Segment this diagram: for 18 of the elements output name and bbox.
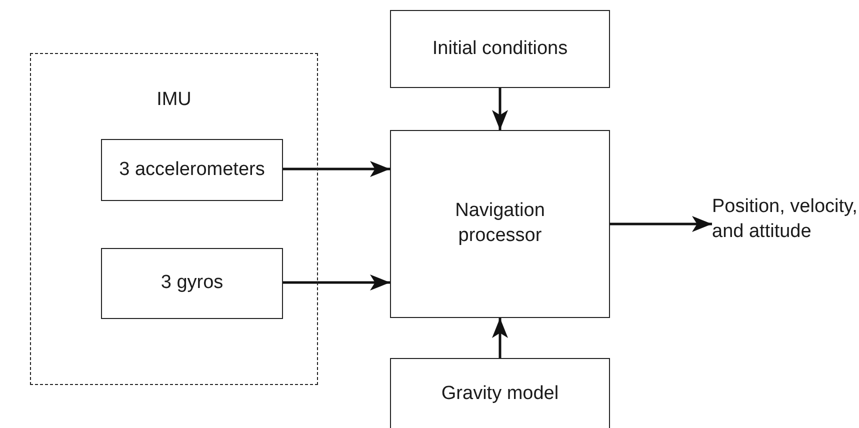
dashed-group-box (30, 53, 318, 385)
output-label: Position, velocity, and attitude (712, 195, 858, 244)
process-box (390, 130, 610, 318)
process-box (390, 10, 610, 88)
process-box (101, 248, 283, 319)
group-heading: IMU (156, 88, 192, 112)
box-label: Gravity model (441, 382, 559, 406)
arrow (282, 161, 390, 177)
arrow (492, 318, 508, 358)
box-label: 3 gyros (160, 271, 224, 296)
arrow (282, 274, 390, 290)
box-label: 3 accelerometers (119, 158, 265, 182)
arrow (610, 216, 712, 232)
process-box (101, 139, 283, 201)
box-label: Initial conditions (432, 36, 568, 61)
process-box (390, 358, 610, 428)
arrow (492, 88, 508, 130)
box-label: Navigation processor (454, 199, 546, 248)
